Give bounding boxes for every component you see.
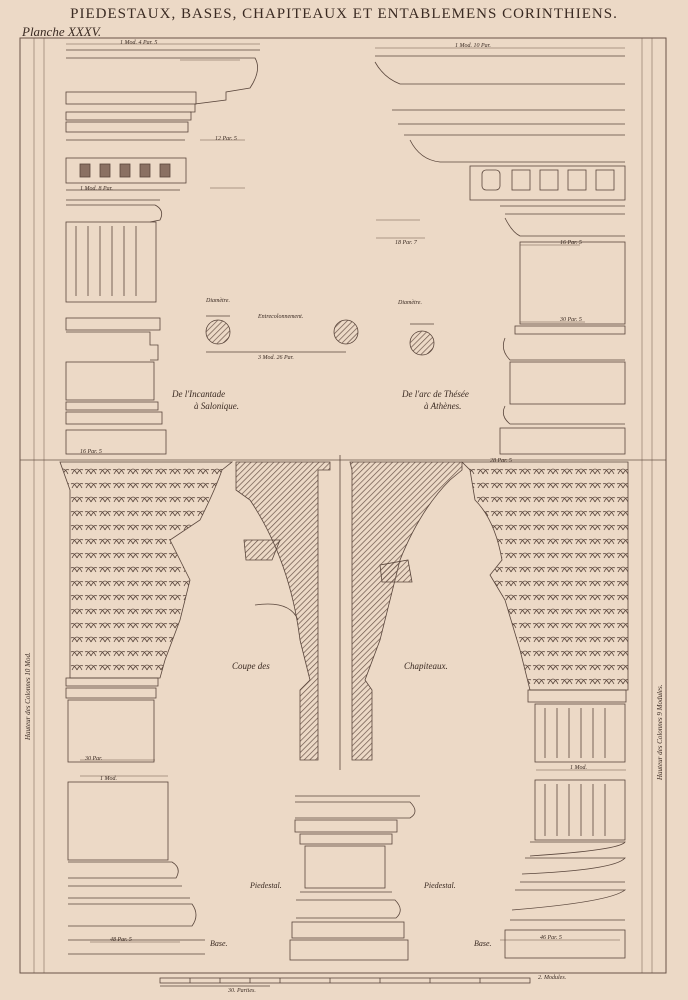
center-pedestal [289, 795, 420, 961]
pedestal-left-label: Piedestal. [250, 881, 282, 890]
dim-right-entab: 18 Par. 7 [395, 240, 417, 246]
dim-plinth-right: 46 Par. 5 [540, 935, 562, 941]
right-place: à Athènes. [424, 401, 462, 411]
scale-bar [159, 977, 531, 987]
plate-number: Planche XXXV. [22, 24, 102, 39]
column-height-right: Hauteur des Colonnes 9 Modules. [656, 684, 664, 780]
intercol-dimension: 3 Mod. 26 Par. [258, 355, 294, 361]
left-source: De l'Incantade [172, 389, 226, 399]
dim-abacus-left: 30 Par. [85, 756, 103, 762]
dim-left-frieze: 1 Mod. 8 Par. [80, 186, 113, 192]
right-entablature [374, 55, 626, 455]
base-left-label: Base. [210, 939, 228, 948]
dim-left-pedestal: 16 Par. 5 [80, 449, 102, 455]
base-right-label: Base. [474, 939, 492, 948]
section-left-caption: Coupe des [232, 661, 270, 671]
section-right-caption: Chapiteaux. [404, 661, 448, 671]
dim-abacus-right: 28 Par. 5 [490, 458, 512, 464]
left-capital [59, 461, 234, 763]
left-source-caption: De l'Incantade à Salonique. [172, 388, 239, 412]
right-source: De l'arc de Thésée [402, 389, 469, 399]
dim-plinth-left: 48 Par. 5 [110, 937, 132, 943]
diameter-left-label: Diamètre. [206, 298, 230, 304]
column-height-left: Hauteur des Colonnes 10 Mod. [24, 652, 32, 740]
intercolumniation-label: Entrecolonnement. [258, 314, 304, 320]
dim-top-left: 1 Mod. 4 Par. 5 [120, 40, 158, 46]
plate-title: PIEDESTAUX, BASES, CHAPITEAUX ET ENTABLE… [70, 6, 618, 22]
dim-right-frieze: 16 Par. 5 [560, 240, 582, 246]
scale-label-modules: 2. Modules. [538, 975, 567, 981]
right-source-caption: De l'arc de Thésée à Athènes. [402, 388, 469, 412]
left-place: à Salonique. [194, 401, 239, 411]
left-pedestal [67, 781, 205, 955]
dim-lower-left: 1 Mod. [100, 776, 117, 782]
dim-top-right: 1 Mod. 10 Par. [455, 43, 491, 49]
left-entablature [65, 49, 260, 455]
scale-label-parts: 30. Parties. [228, 988, 256, 994]
dim-right-capital: 30 Par. 5 [560, 317, 582, 323]
dimension-lines [66, 43, 626, 943]
diameter-right-label: Diamètre. [398, 300, 422, 306]
plate-frame [19, 37, 667, 974]
capital-section [235, 455, 463, 770]
intercolumniation-diagram [205, 315, 435, 356]
right-capital [461, 461, 629, 763]
pedestal-right-label: Piedestal. [424, 881, 456, 890]
right-pedestal [504, 779, 627, 959]
dim-left-entab: 12 Par. 5 [215, 136, 237, 142]
dim-lower-right: 1 Mod. [570, 765, 587, 771]
